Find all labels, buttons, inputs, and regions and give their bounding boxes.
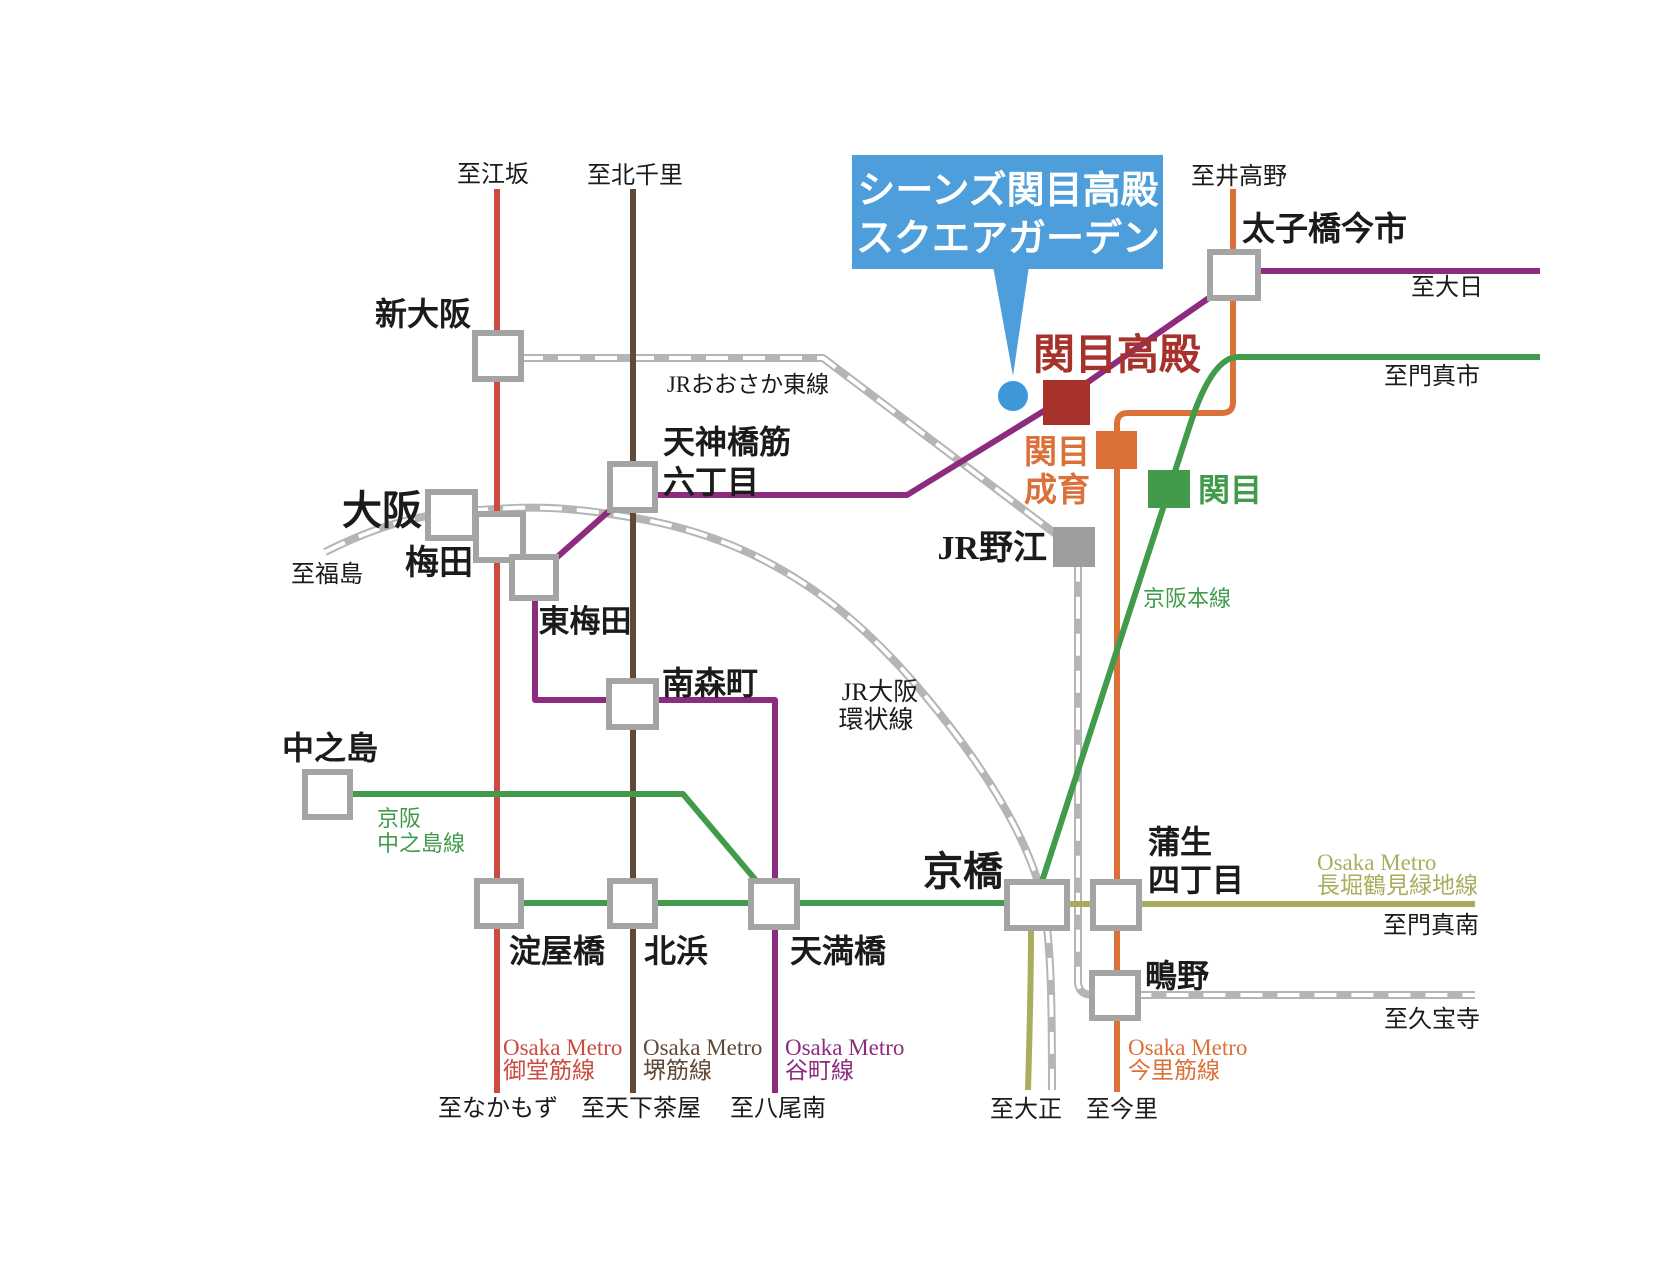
callout-pointer xyxy=(993,266,1029,376)
callout-box xyxy=(852,155,1163,269)
station-higashi-umeda: 東梅田 xyxy=(539,604,632,639)
station-tenjimbashisuji-6-line1: 天神橋筋 xyxy=(663,424,791,460)
terminal-kadoma-shi: 至門真市 xyxy=(1384,363,1480,390)
terminal-kyuhoji: 至久宝寺 xyxy=(1384,1006,1480,1033)
station-minami-morimachi: 南森町 xyxy=(662,665,758,701)
label-midosuji-line-2: 御堂筋線 xyxy=(503,1058,595,1083)
terminal-esaka: 至江坂 xyxy=(457,161,529,188)
label-sakaisuji-line-2: 堺筋線 xyxy=(643,1058,712,1083)
label-sakaisuji-line-1: Osaka Metro xyxy=(643,1035,762,1060)
station-marker-shigino xyxy=(1089,970,1141,1021)
terminal-nakamozu: 至なかもず xyxy=(438,1095,558,1122)
jr-loop-dashes xyxy=(324,505,1054,1091)
terminal-taisho: 至大正 xyxy=(990,1096,1062,1123)
label-nagahori-line-1: Osaka Metro xyxy=(1317,850,1436,875)
label-imazatosuji-line-1: Osaka Metro xyxy=(1128,1035,1247,1060)
label-keihan-nakanoshima-line-1: 京阪 xyxy=(377,806,421,831)
station-marker-taishibashi-imaichi xyxy=(1207,249,1261,301)
station-marker-osaka xyxy=(425,489,478,541)
station-marker-minami-morimachi xyxy=(606,678,659,730)
station-marker-jr-noe xyxy=(1053,527,1095,567)
terminal-dainichi: 至大日 xyxy=(1411,274,1483,301)
station-kyobashi: 京橋 xyxy=(923,849,1003,894)
label-keihan-nakanoshima-line-2: 中之島線 xyxy=(377,831,465,856)
station-marker-tenjimbashisuji-6 xyxy=(607,461,658,513)
station-marker-kyobashi xyxy=(1004,879,1070,931)
callout-text-line2: スクエアガーデン xyxy=(856,217,1160,260)
property-callout: シーンズ関目高殿 スクエアガーデン xyxy=(852,155,1163,411)
station-shigino: 鴫野 xyxy=(1145,958,1209,994)
station-osaka: 大阪 xyxy=(342,488,422,533)
station-marker-gamo-4 xyxy=(1090,879,1142,931)
station-marker-nakanoshima xyxy=(302,769,353,820)
station-umeda: 梅田 xyxy=(405,544,473,582)
station-marker-temmabashi xyxy=(748,878,800,930)
station-marker-kitahama xyxy=(607,878,658,929)
station-kitahama: 北浜 xyxy=(644,933,708,969)
terminal-fukushima: 至福島 xyxy=(291,561,363,588)
label-jr-loop-line-2: 環状線 xyxy=(838,706,913,734)
label-tanimachi-line-1: Osaka Metro xyxy=(785,1035,904,1060)
terminal-kita-senri: 至北千里 xyxy=(587,162,683,189)
terminal-imazato: 至今里 xyxy=(1086,1096,1158,1123)
station-marker-shin-osaka xyxy=(472,330,524,382)
label-imazatosuji-line-2: 今里筋線 xyxy=(1128,1058,1220,1083)
station-tenjimbashisuji-6-line2: 六丁目 xyxy=(663,464,759,500)
station-taishibashi-imaichi: 太子橋今市 xyxy=(1242,210,1407,248)
station-gamo-4-line1: 蒲生 xyxy=(1148,824,1212,860)
station-marker-sekime-seiiku xyxy=(1096,431,1137,469)
station-sekime: 関目 xyxy=(1198,472,1262,508)
station-gamo-4-line2: 四丁目 xyxy=(1148,862,1244,898)
station-sekime-takadono: 関目高殿 xyxy=(1033,332,1201,379)
terminal-kadoma-minami: 至門真南 xyxy=(1383,912,1479,939)
station-marker-sekime xyxy=(1148,470,1190,508)
keihan-main-line xyxy=(499,354,1540,906)
callout-text-line1: シーンズ関目高殿 xyxy=(857,169,1158,212)
terminal-itakano: 至井高野 xyxy=(1191,163,1287,190)
label-keihan-main-line: 京阪本線 xyxy=(1143,586,1231,611)
imazatosuji-line xyxy=(1114,189,1236,1092)
terminal-tengachaya: 至天下茶屋 xyxy=(581,1095,701,1122)
keihan-nakanoshima-line xyxy=(327,791,773,899)
station-marker-higashi-umeda xyxy=(509,554,559,601)
station-nakanoshima: 中之島 xyxy=(282,730,378,766)
station-shin-osaka: 新大阪 xyxy=(375,296,471,332)
station-sekime-seiiku-line2: 成育 xyxy=(1024,471,1090,509)
label-tanimachi-line-2: 谷町線 xyxy=(785,1058,854,1083)
station-marker-sekime-takadono xyxy=(1043,380,1090,425)
property-location-dot xyxy=(998,381,1028,411)
station-temmabashi: 天満橋 xyxy=(790,933,887,969)
station-yodoyabashi: 淀屋橋 xyxy=(509,933,606,969)
label-nagahori-line-2: 長堀鶴見緑地線 xyxy=(1317,873,1478,898)
label-jr-loop-line-1: JR大阪 xyxy=(842,678,918,706)
tanimachi-line-south xyxy=(532,576,778,1093)
station-sekime-seiiku-line1: 関目 xyxy=(1024,435,1090,471)
label-midosuji-line-1: Osaka Metro xyxy=(503,1035,622,1060)
label-jr-higashi-line: JRおおさか東線 xyxy=(667,372,829,397)
terminal-yaominami: 至八尾南 xyxy=(730,1095,826,1122)
station-jr-noe: JR野江 xyxy=(937,529,1047,567)
station-marker-umeda xyxy=(473,511,526,563)
station-marker-yodoyabashi xyxy=(474,878,524,929)
